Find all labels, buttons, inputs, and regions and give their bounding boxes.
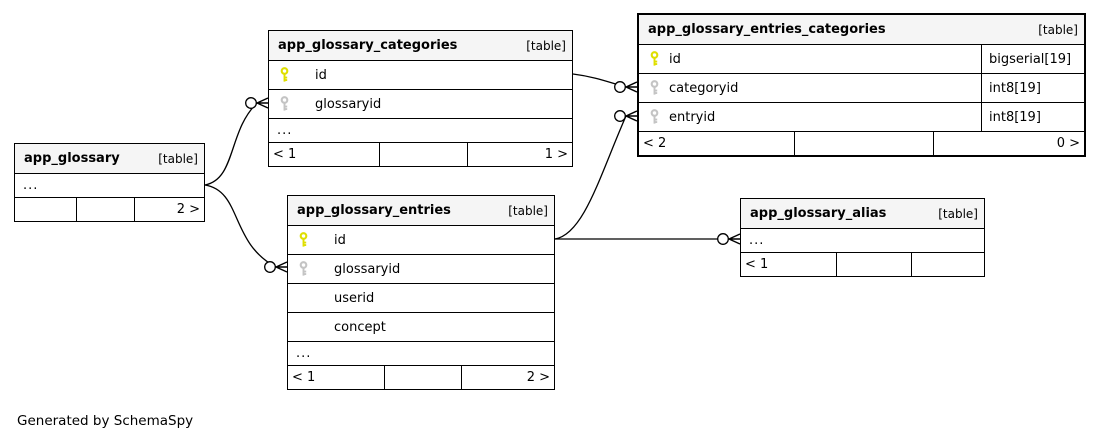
foreign-key-icon: [650, 109, 659, 124]
column-type: int8[19]: [981, 103, 1084, 131]
column-row-id[interactable]: id: [288, 225, 554, 254]
column-type: int8[19]: [981, 74, 1084, 102]
degree-cell: < 1: [292, 370, 316, 385]
crow-foot-arrow: [275, 261, 288, 273]
column-name: entryid: [669, 109, 716, 125]
table-tag: [table]: [938, 206, 978, 221]
table-app_glossary: app_glossary [table]...2 >: [14, 143, 205, 222]
edge-line: [554, 115, 627, 240]
degree-cell: [836, 253, 911, 276]
degree-footer: < 1: [741, 252, 984, 276]
table-header-app_glossary_entries_categories[interactable]: app_glossary_entries_categories [table]: [639, 15, 1084, 44]
column-row-id[interactable]: id bigserial[19]: [639, 44, 1084, 73]
ellipsis-row: ...: [269, 118, 572, 142]
degree-cell: [379, 143, 467, 166]
degree-cell: 1 >: [467, 143, 572, 166]
column-name: glossaryid: [315, 96, 382, 112]
relationship-app_glossary-to-app_glossary_categories.glossaryid: [204, 97, 269, 186]
table-tag: [table]: [508, 203, 548, 218]
column-name: glossaryid: [334, 261, 401, 277]
degree-cell: < 1: [273, 147, 297, 162]
zero-one-dot: [614, 110, 626, 122]
zero-one-dot: [614, 81, 626, 93]
generated-by-note: Generated by SchemaSpy: [17, 413, 194, 429]
degree-footer: 2 >: [15, 197, 204, 221]
crow-foot-arrow: [728, 233, 741, 245]
degree-cell: 2 >: [134, 198, 204, 221]
degree-cell: [384, 366, 461, 389]
table-app_glossary_entries_categories: app_glossary_entries_categories [table] id…: [637, 13, 1086, 157]
column-row-entryid[interactable]: entryid int8[19]: [639, 102, 1084, 131]
zero-one-dot: [264, 261, 276, 273]
degree-cell: < 2: [643, 136, 667, 151]
crow-foot-arrow: [625, 110, 638, 122]
ellipsis-row: ...: [15, 173, 204, 197]
degree-cell: [15, 198, 76, 221]
degree-cell: [911, 253, 984, 276]
zero-one-dot: [245, 97, 257, 109]
column-row-userid[interactable]: userid: [288, 283, 554, 312]
degree-cell: [76, 198, 134, 221]
primary-key-icon: [280, 67, 289, 82]
table-name: app_glossary_entries_categories: [648, 22, 886, 37]
table-header-app_glossary_alias[interactable]: app_glossary_alias [table]: [741, 199, 984, 228]
edge-line: [204, 102, 258, 186]
table-name: app_glossary: [24, 151, 120, 166]
table-header-app_glossary_categories[interactable]: app_glossary_categories [table]: [269, 31, 572, 60]
column-row-glossaryid[interactable]: glossaryid: [288, 254, 554, 283]
crow-foot-arrow: [256, 97, 269, 109]
zero-one-dot: [717, 233, 729, 245]
table-tag: [table]: [158, 151, 198, 166]
ellipsis-row: ...: [741, 228, 984, 252]
edge-line: [204, 184, 277, 268]
table-app_glossary_alias: app_glossary_alias [table]... < 1: [740, 198, 985, 277]
table-name: app_glossary_entries: [297, 203, 451, 218]
column-name: id: [334, 232, 346, 248]
degree-cell: 2 >: [461, 366, 554, 389]
column-name: userid: [334, 290, 375, 306]
degree-cell: < 1: [745, 257, 769, 272]
foreign-key-icon: [299, 261, 308, 276]
relationship-app_glossary_entries.id-to-app_glossary_alias: [555, 233, 741, 245]
column-name: id: [315, 67, 327, 83]
primary-key-icon: [299, 232, 308, 247]
relationship-app_glossary_categories.id-to-app_glossary_entries_categories.categoryid: [572, 73, 638, 93]
table-tag: [table]: [526, 38, 566, 53]
column-name: id: [669, 51, 681, 67]
relationship-app_glossary-to-app_glossary_entries.glossaryid: [204, 184, 288, 273]
column-row-concept[interactable]: concept: [288, 312, 554, 341]
column-row-categoryid[interactable]: categoryid int8[19]: [639, 73, 1084, 102]
column-name: categoryid: [669, 80, 739, 96]
table-header-app_glossary_entries[interactable]: app_glossary_entries [table]: [288, 196, 554, 225]
relationship-app_glossary_entries.id-to-app_glossary_entries_categories.entryid: [554, 110, 638, 240]
column-type: bigserial[19]: [981, 45, 1084, 73]
primary-key-icon: [650, 51, 659, 66]
degree-footer: < 1 2 >: [288, 365, 554, 389]
table-app_glossary_categories: app_glossary_categories [table] id glossary…: [268, 30, 573, 167]
degree-footer: < 1 1 >: [269, 142, 572, 166]
degree-footer: < 2 0 >: [639, 131, 1084, 155]
column-row-glossaryid[interactable]: glossaryid: [269, 89, 572, 118]
crow-foot-arrow: [625, 81, 638, 93]
column-row-id[interactable]: id: [269, 60, 572, 89]
table-name: app_glossary_alias: [750, 206, 887, 221]
degree-cell: 0 >: [933, 132, 1084, 155]
degree-cell: [794, 132, 933, 155]
table-header-app_glossary[interactable]: app_glossary [table]: [15, 144, 204, 173]
foreign-key-icon: [650, 80, 659, 95]
table-name: app_glossary_categories: [278, 38, 458, 53]
table-tag: [table]: [1038, 22, 1078, 37]
ellipsis-row: ...: [288, 341, 554, 365]
foreign-key-icon: [280, 96, 289, 111]
table-app_glossary_entries: app_glossary_entries [table] id glossaryid u…: [287, 195, 555, 390]
column-name: concept: [334, 319, 386, 335]
